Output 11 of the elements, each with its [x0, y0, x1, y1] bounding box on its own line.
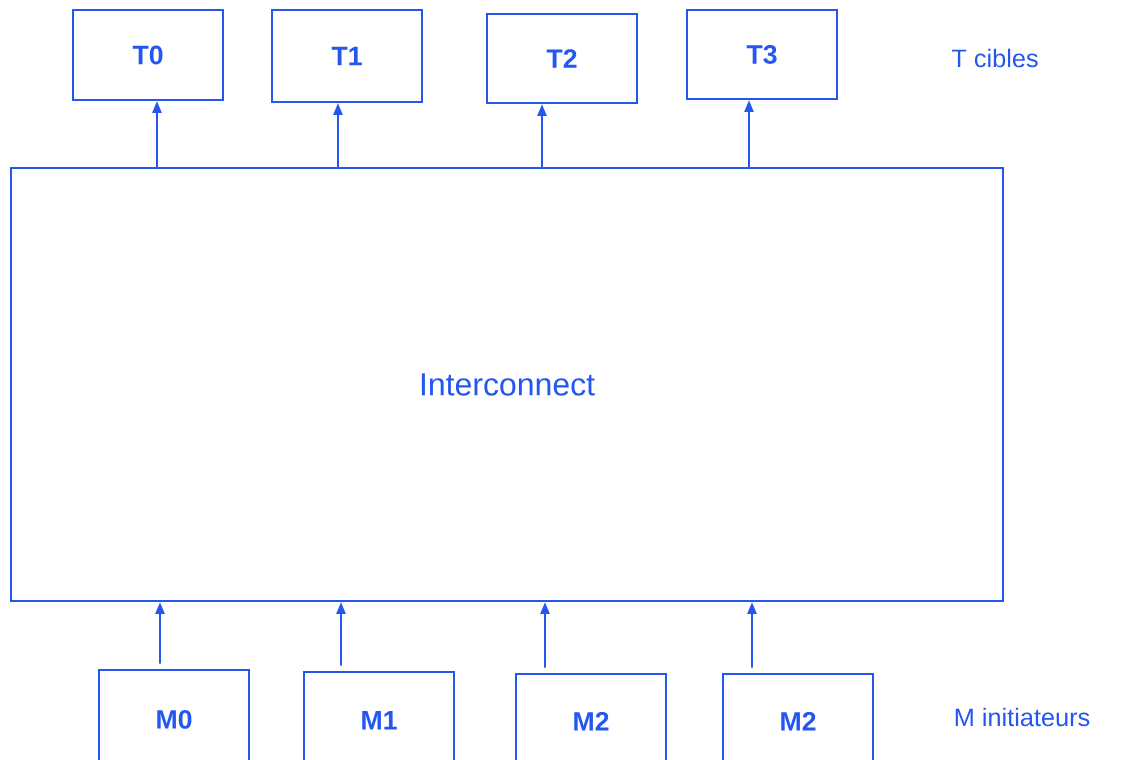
target-box: T2 — [486, 12, 638, 105]
initiator-box: M0 — [98, 669, 250, 760]
target-box: T3 — [686, 8, 838, 101]
side-label: T cibles — [951, 48, 1038, 68]
side-label: M initiateurs — [955, 707, 1090, 727]
initiator-box: M2 — [722, 673, 874, 760]
target-box: T1 — [271, 9, 423, 103]
interconnect-box: Interconnect — [10, 166, 1004, 603]
initiator-box: M2 — [515, 673, 667, 760]
initiator-box: M1 — [303, 671, 455, 760]
target-box: T0 — [72, 9, 224, 101]
